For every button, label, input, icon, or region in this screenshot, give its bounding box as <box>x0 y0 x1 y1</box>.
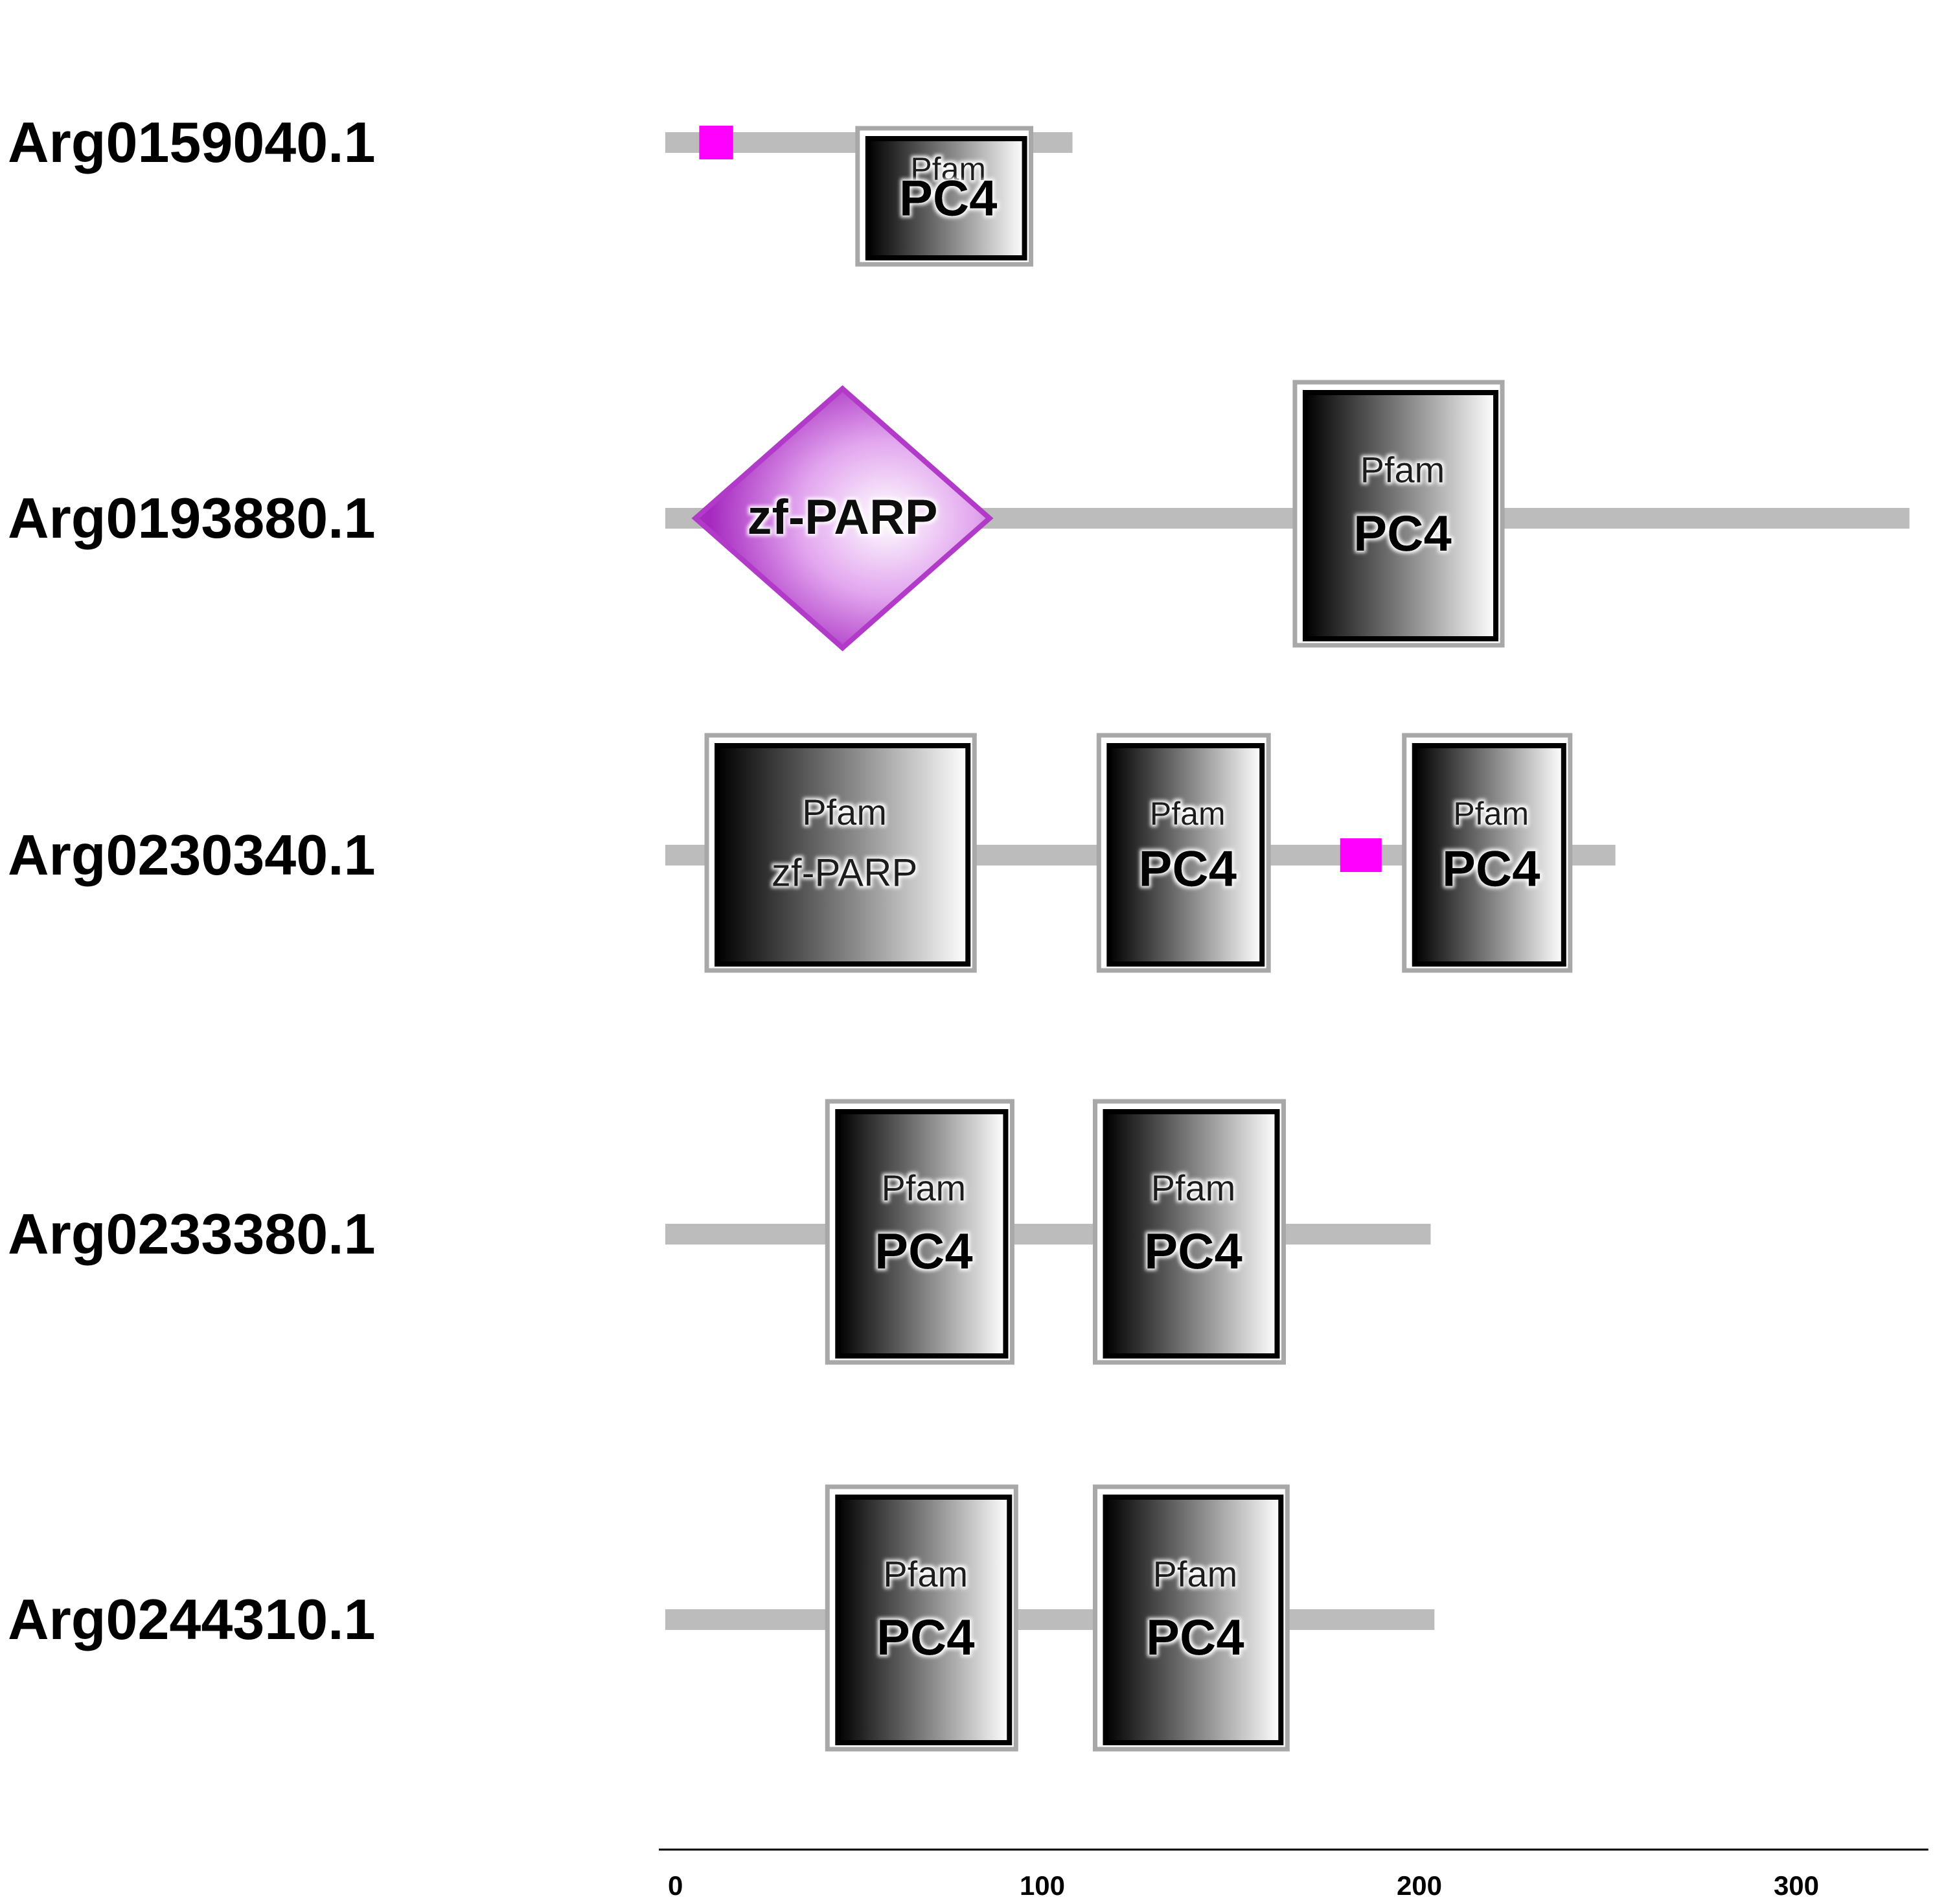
zf-parp-domain: zf-PARP <box>691 385 994 652</box>
domain-name-label: PC4 <box>876 1609 975 1666</box>
domain-diamond-shape <box>691 385 994 652</box>
domain-box-fill <box>835 1495 1013 1745</box>
axis-tick-label: 100 <box>1020 1870 1065 1901</box>
domain-name-label: PC4 <box>875 1222 973 1279</box>
domain-box-fill <box>1412 743 1566 967</box>
protein-label: Arg0233380.1 <box>8 1202 376 1266</box>
protein-label: Arg0244310.1 <box>8 1587 376 1651</box>
domain-box-fill <box>715 743 971 967</box>
domain-source-label: Pfam <box>881 1167 966 1208</box>
domain-name-label: PC4 <box>1144 1222 1242 1279</box>
pfam-domain-box: Pfam zf-PARP <box>704 733 977 973</box>
protein-label: Arg0159040.1 <box>8 110 376 174</box>
domain-box-fill <box>1106 743 1265 967</box>
domain-source-label: Pfam <box>802 792 887 832</box>
domain-source-label: Pfam <box>883 1554 968 1594</box>
axis-tick-label: 0 <box>668 1870 683 1901</box>
scale-axis: 0 100 200 300 <box>659 1848 1929 1901</box>
protein-label: Arg0193880.1 <box>8 486 376 550</box>
domain-source-label: Pfam <box>1153 1554 1238 1594</box>
protein-backbone <box>665 1609 1435 1630</box>
domain-source-label: Pfam <box>1360 449 1445 490</box>
domain-name-label: PC4 <box>899 169 998 226</box>
protein-label: Arg0230340.1 <box>8 823 376 887</box>
domain-source-label: Pfam <box>1150 796 1226 832</box>
domain-box-fill <box>835 1109 1009 1359</box>
domain-name-label: PC4 <box>1353 505 1452 562</box>
domain-box-fill <box>865 136 1027 260</box>
protein-backbone <box>665 1224 1431 1244</box>
axis-tick-label: 200 <box>1397 1870 1442 1901</box>
domain-name-label: PC4 <box>1138 840 1237 897</box>
domain-source-label: Pfam <box>1453 796 1529 832</box>
domain-source-label: Pfam <box>910 151 986 187</box>
domain-name-label: zf-PARP <box>772 851 918 894</box>
domain-box-fill <box>1302 390 1499 641</box>
axis-tick-label: 300 <box>1774 1870 1819 1901</box>
domain-name-label: zf-PARP <box>747 490 937 545</box>
domain-name-label: PC4 <box>1442 840 1540 897</box>
domain-box-fill <box>1103 1495 1284 1745</box>
domain-box-fill <box>1103 1109 1280 1359</box>
low-complexity-region <box>699 126 733 159</box>
domain-source-label: Pfam <box>1151 1167 1236 1208</box>
low-complexity-region <box>1340 838 1382 872</box>
domain-name-label: PC4 <box>1146 1609 1244 1666</box>
